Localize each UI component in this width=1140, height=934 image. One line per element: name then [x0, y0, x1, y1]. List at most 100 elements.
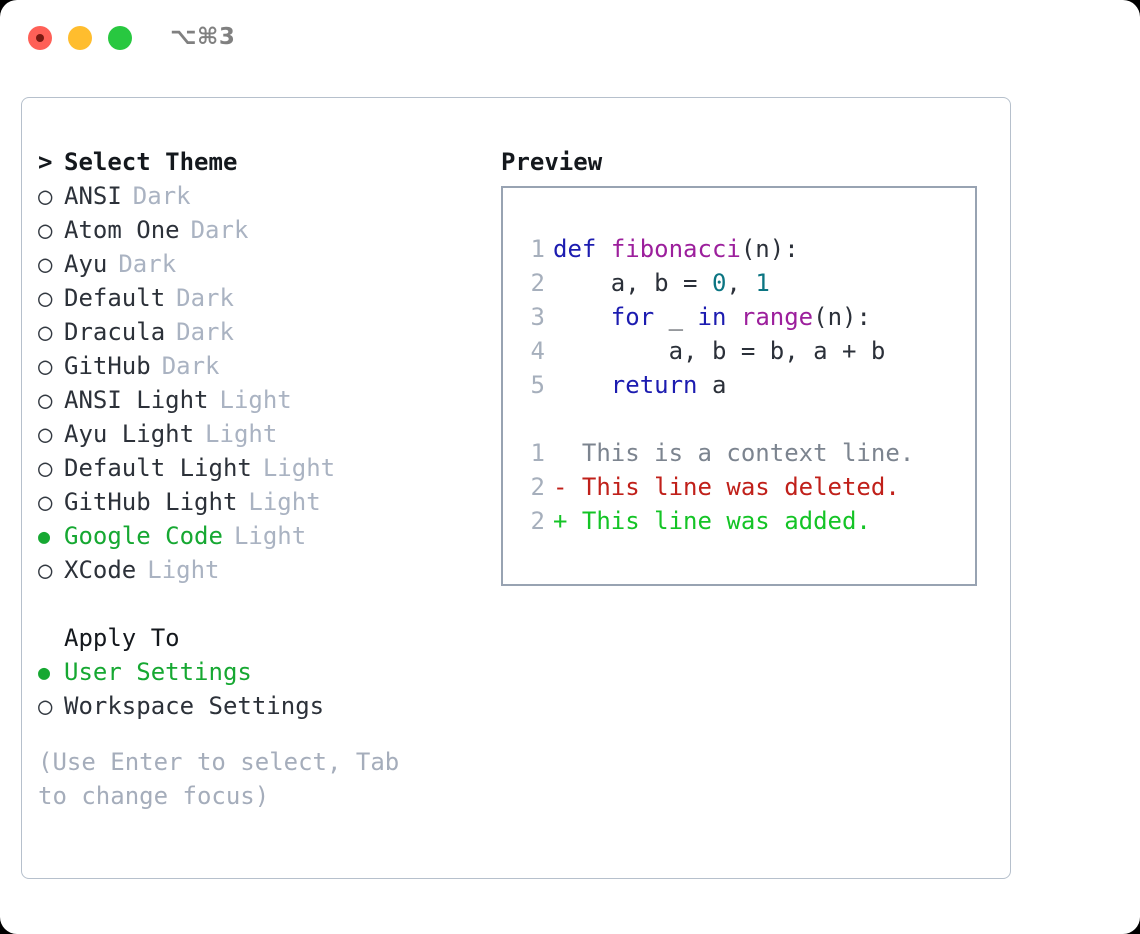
token-number: 1 — [755, 269, 770, 297]
code-line: 5 return a — [503, 368, 975, 402]
theme-option-variant: Dark — [176, 284, 234, 312]
theme-option-label: XCode — [64, 556, 137, 584]
theme-option-variant: Light — [233, 522, 307, 550]
token-keyword: for — [610, 303, 655, 331]
preview-gap — [503, 402, 975, 436]
token-plain: a, b = — [553, 269, 712, 297]
token-keyword: def — [553, 235, 597, 263]
preview-column: Preview 1 def fibonacci(n): 2 a, b = 0, … — [501, 145, 991, 586]
theme-option-variant: Dark — [176, 318, 234, 346]
apply-to-option-user-settings[interactable]: ● User Settings — [38, 655, 478, 689]
token-number: 0 — [711, 269, 727, 297]
theme-option-label: Dracula — [64, 318, 166, 346]
radio-unselected-icon: ○ — [38, 318, 53, 346]
line-number: 2 — [530, 507, 545, 535]
theme-option-ayu-light[interactable]: ○ Ayu Light Light — [38, 417, 478, 451]
theme-option-label: ANSI — [64, 182, 122, 210]
line-number: 1 — [530, 439, 545, 467]
diff-line-added: 2 + This line was added. — [503, 504, 975, 538]
close-button[interactable] — [28, 26, 52, 50]
theme-option-variant: Light — [248, 488, 321, 516]
theme-option-label: ANSI Light — [64, 386, 209, 414]
theme-option-variant: Dark — [190, 216, 249, 244]
token-function: range — [740, 303, 814, 331]
theme-option-label: Ayu — [64, 250, 108, 278]
theme-option-google-code-light[interactable]: ● Google Code Light — [38, 519, 478, 553]
section-spacer — [38, 587, 478, 621]
code-line: 1 def fibonacci(n): — [503, 232, 975, 266]
theme-option-atom-one-dark[interactable]: ○ Atom One Dark — [38, 213, 478, 247]
theme-option-label: Default Light — [64, 454, 252, 482]
radio-unselected-icon: ○ — [38, 284, 53, 312]
theme-option-variant: Light — [262, 454, 336, 482]
theme-option-label: Default — [64, 284, 166, 312]
blank-marker: ○ — [38, 621, 64, 655]
theme-selector-column: > Select Theme ○ ANSI Dark ○ Atom One Da… — [38, 145, 478, 813]
radio-unselected-icon: ○ — [38, 488, 53, 516]
diff-line-deleted: 2 - This line was deleted. — [503, 470, 975, 504]
radio-unselected-icon: ○ — [38, 182, 53, 210]
preview-title: Preview — [501, 148, 603, 176]
theme-option-variant: Dark — [132, 182, 191, 210]
diff-text: - This line was deleted. — [553, 473, 900, 501]
theme-option-variant: Dark — [161, 352, 220, 380]
token-plain: (n): — [813, 303, 871, 331]
theme-option-ansi-dark[interactable]: ○ ANSI Dark — [38, 179, 478, 213]
radio-unselected-icon: ○ — [38, 454, 53, 482]
theme-option-default-light[interactable]: ○ Default Light Light — [38, 451, 478, 485]
token-plain: , — [726, 269, 756, 297]
radio-unselected-icon: ○ — [38, 250, 53, 278]
theme-option-variant: Light — [219, 386, 292, 414]
code-text: return a — [553, 368, 727, 402]
theme-option-dracula-dark[interactable]: ○ Dracula Dark — [38, 315, 478, 349]
code-line: 4 a, b = b, a + b — [503, 334, 975, 368]
line-number: 4 — [530, 337, 545, 365]
token-plain — [553, 303, 611, 331]
keyboard-hint-text: (Use Enter to select, Tab to change focu… — [38, 748, 400, 810]
code-line: 3 for _ in range(n): — [503, 300, 975, 334]
theme-option-ansi-light[interactable]: ○ ANSI Light Light — [38, 383, 478, 417]
apply-to-option-workspace-settings[interactable]: ○ Workspace Settings — [38, 689, 478, 723]
radio-unselected-icon: ○ — [38, 386, 53, 414]
theme-option-label: Google Code — [64, 522, 223, 550]
select-theme-title: Select Theme — [64, 148, 238, 176]
apply-to-option-label: Workspace Settings — [64, 692, 325, 720]
radio-unselected-icon: ○ — [38, 556, 53, 584]
select-theme-header: > Select Theme — [38, 145, 478, 179]
token-plain — [596, 235, 610, 263]
code-text: for _ in range(n): — [553, 300, 871, 334]
theme-option-github-light[interactable]: ○ GitHub Light Light — [38, 485, 478, 519]
line-number: 3 — [530, 303, 545, 331]
apply-to-option-label: User Settings — [64, 658, 252, 686]
caret-icon: > — [38, 148, 53, 176]
maximize-button[interactable] — [108, 26, 132, 50]
theme-option-variant: Dark — [118, 250, 177, 278]
token-function: fibonacci — [610, 235, 741, 263]
code-line: 2 a, b = 0, 1 — [503, 266, 975, 300]
diff-line-context: 1 This is a context line. — [503, 436, 975, 470]
title-bar: ⌥⌘3 — [0, 0, 1140, 78]
line-number: 1 — [530, 235, 545, 263]
diff-text: + This line was added. — [553, 507, 871, 535]
apply-to-title: Apply To — [64, 624, 180, 652]
theme-option-ayu-dark[interactable]: ○ Ayu Dark — [38, 247, 478, 281]
code-text: a, b = b, a + b — [553, 334, 886, 368]
token-plain: _ — [654, 303, 698, 331]
radio-unselected-icon: ○ — [38, 352, 53, 380]
line-number: 2 — [530, 473, 545, 501]
token-keyword: return — [610, 371, 698, 399]
theme-option-github-dark[interactable]: ○ GitHub Dark — [38, 349, 478, 383]
token-plain: (n): — [740, 235, 799, 263]
theme-option-label: GitHub — [64, 352, 151, 380]
theme-option-variant: Light — [205, 420, 278, 448]
keyboard-shortcut-label: ⌥⌘3 — [170, 24, 236, 50]
token-plain — [726, 303, 740, 331]
code-text: def fibonacci(n): — [553, 232, 799, 266]
theme-option-default-dark[interactable]: ○ Default Dark — [38, 281, 478, 315]
minimize-button[interactable] — [68, 26, 92, 50]
main-panel: > Select Theme ○ ANSI Dark ○ Atom One Da… — [21, 97, 1011, 879]
theme-option-label: GitHub Light — [64, 488, 238, 516]
theme-option-xcode-light[interactable]: ○ XCode Light — [38, 553, 478, 587]
radio-unselected-icon: ○ — [38, 420, 53, 448]
